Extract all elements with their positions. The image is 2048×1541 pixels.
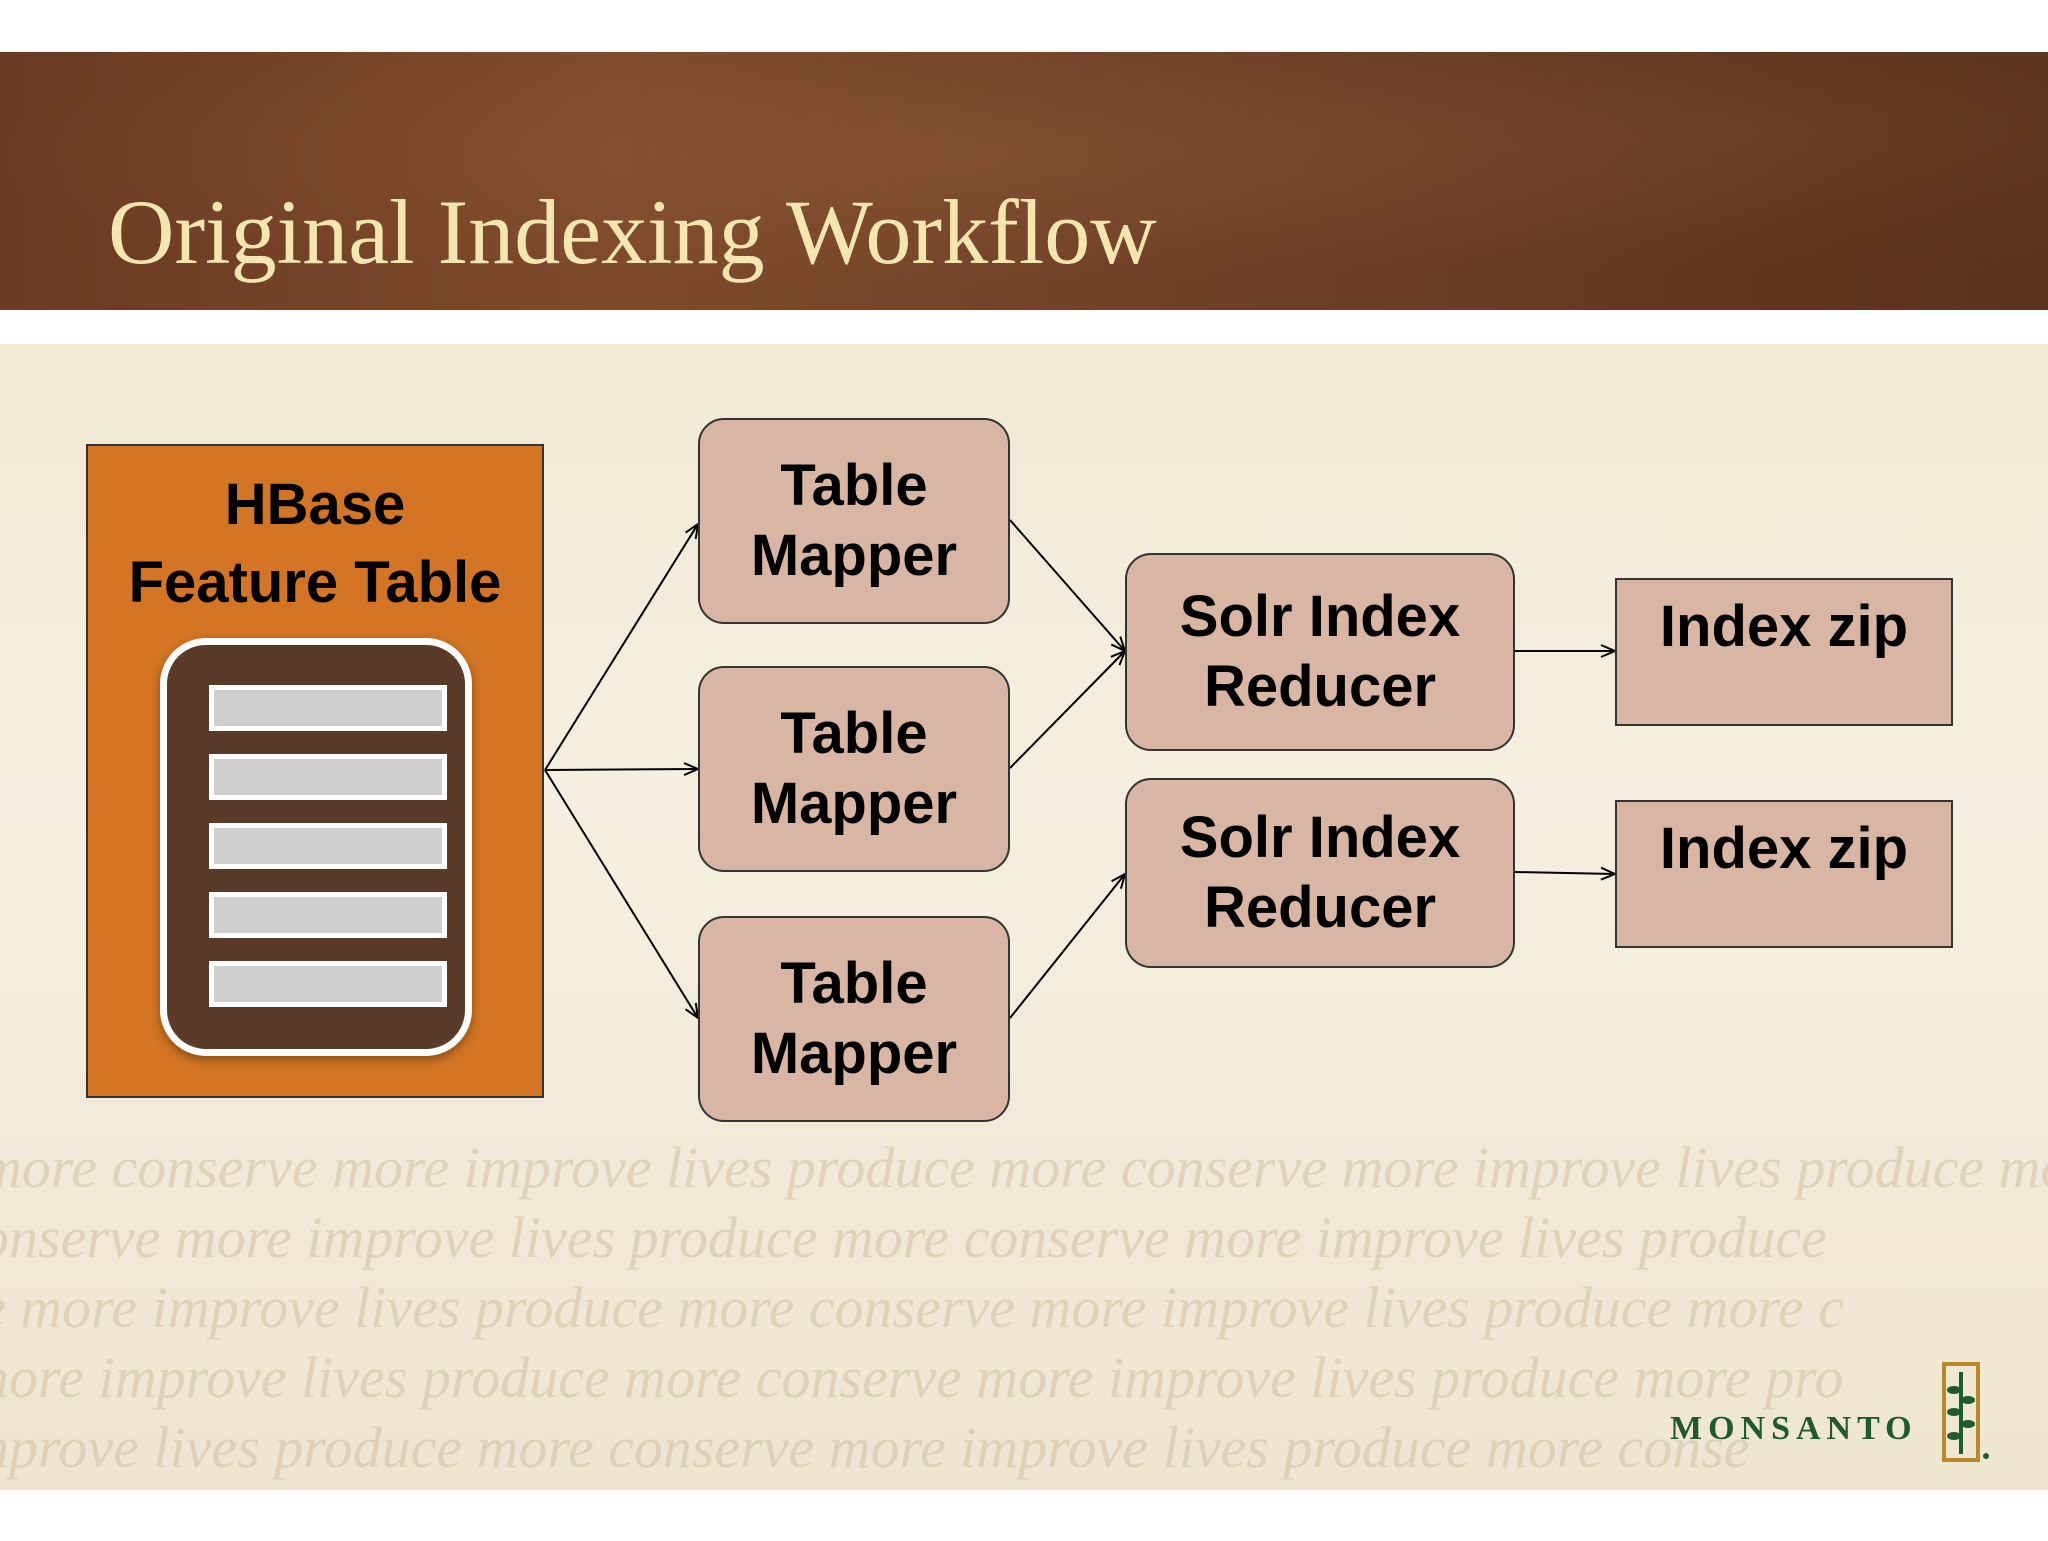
hbase-title: HBase Feature Table bbox=[88, 466, 542, 623]
index-zip-node-1: Index zip bbox=[1615, 578, 1953, 726]
hbase-title-line2: Feature Table bbox=[128, 550, 502, 616]
mapper-label-line2: Mapper bbox=[750, 771, 958, 836]
watermark-line: nprove lives produce more conserve more … bbox=[0, 1415, 1750, 1480]
hbase-title-line1: HBase bbox=[224, 472, 406, 537]
index-zip-node-2: Index zip bbox=[1615, 800, 1953, 948]
database-row bbox=[209, 961, 447, 1007]
database-row bbox=[209, 823, 447, 869]
watermark-line: onserve more improve lives produce more … bbox=[0, 1205, 1827, 1270]
database-row bbox=[209, 754, 447, 800]
slide-title: Original Indexing Workflow bbox=[108, 181, 1157, 283]
mapper-label-line1: Table bbox=[780, 453, 928, 519]
mapper-label-line1: Table bbox=[780, 701, 928, 767]
solr-index-reducer-node-2: Solr Index Reducer bbox=[1125, 778, 1515, 968]
database-icon bbox=[160, 638, 472, 1056]
arrow-hbase-to-mapper-2 bbox=[544, 769, 698, 770]
mapper-label-line2: Mapper bbox=[750, 523, 958, 588]
solr-index-reducer-node-1: Solr Index Reducer bbox=[1125, 553, 1515, 751]
reducer-label-line2: Reducer bbox=[1203, 654, 1437, 719]
arrow-mapper-1-to-reducer-1 bbox=[1009, 519, 1125, 651]
reducer-label-line1: Solr Index bbox=[1179, 805, 1461, 871]
table-mapper-node-1: Table Mapper bbox=[698, 418, 1010, 624]
table-mapper-node-2: Table Mapper bbox=[698, 666, 1010, 872]
monsanto-logo-icon bbox=[1942, 1362, 1989, 1462]
arrow-mapper-3-to-reducer-2 bbox=[1009, 874, 1125, 1019]
index-zip-label: Index zip bbox=[1659, 816, 1909, 881]
arrow-hbase-to-mapper-3 bbox=[544, 769, 698, 1018]
index-zip-label: Index zip bbox=[1659, 594, 1909, 659]
arrow-reducer-2-to-zip-2 bbox=[1514, 872, 1615, 874]
monsanto-logo-text: MONSANTO bbox=[1670, 1410, 1918, 1447]
watermark-line: more conserve more improve lives produce… bbox=[0, 1135, 2048, 1200]
database-row bbox=[209, 685, 447, 731]
reducer-label-line1: Solr Index bbox=[1179, 584, 1461, 650]
table-mapper-node-3: Table Mapper bbox=[698, 916, 1010, 1122]
arrow-mapper-2-to-reducer-1 bbox=[1009, 651, 1125, 769]
database-row bbox=[209, 892, 447, 938]
watermark-line: e more improve lives produce more conser… bbox=[0, 1275, 1844, 1340]
reducer-label-line2: Reducer bbox=[1203, 875, 1437, 940]
header-banner bbox=[0, 52, 2048, 310]
hbase-feature-table-node: HBase Feature Table bbox=[86, 444, 544, 1098]
mapper-label-line1: Table bbox=[780, 951, 928, 1017]
arrow-hbase-to-mapper-1 bbox=[544, 524, 698, 771]
watermark-line: nore improve lives produce more conserve… bbox=[0, 1345, 1844, 1410]
mapper-label-line2: Mapper bbox=[750, 1021, 958, 1086]
